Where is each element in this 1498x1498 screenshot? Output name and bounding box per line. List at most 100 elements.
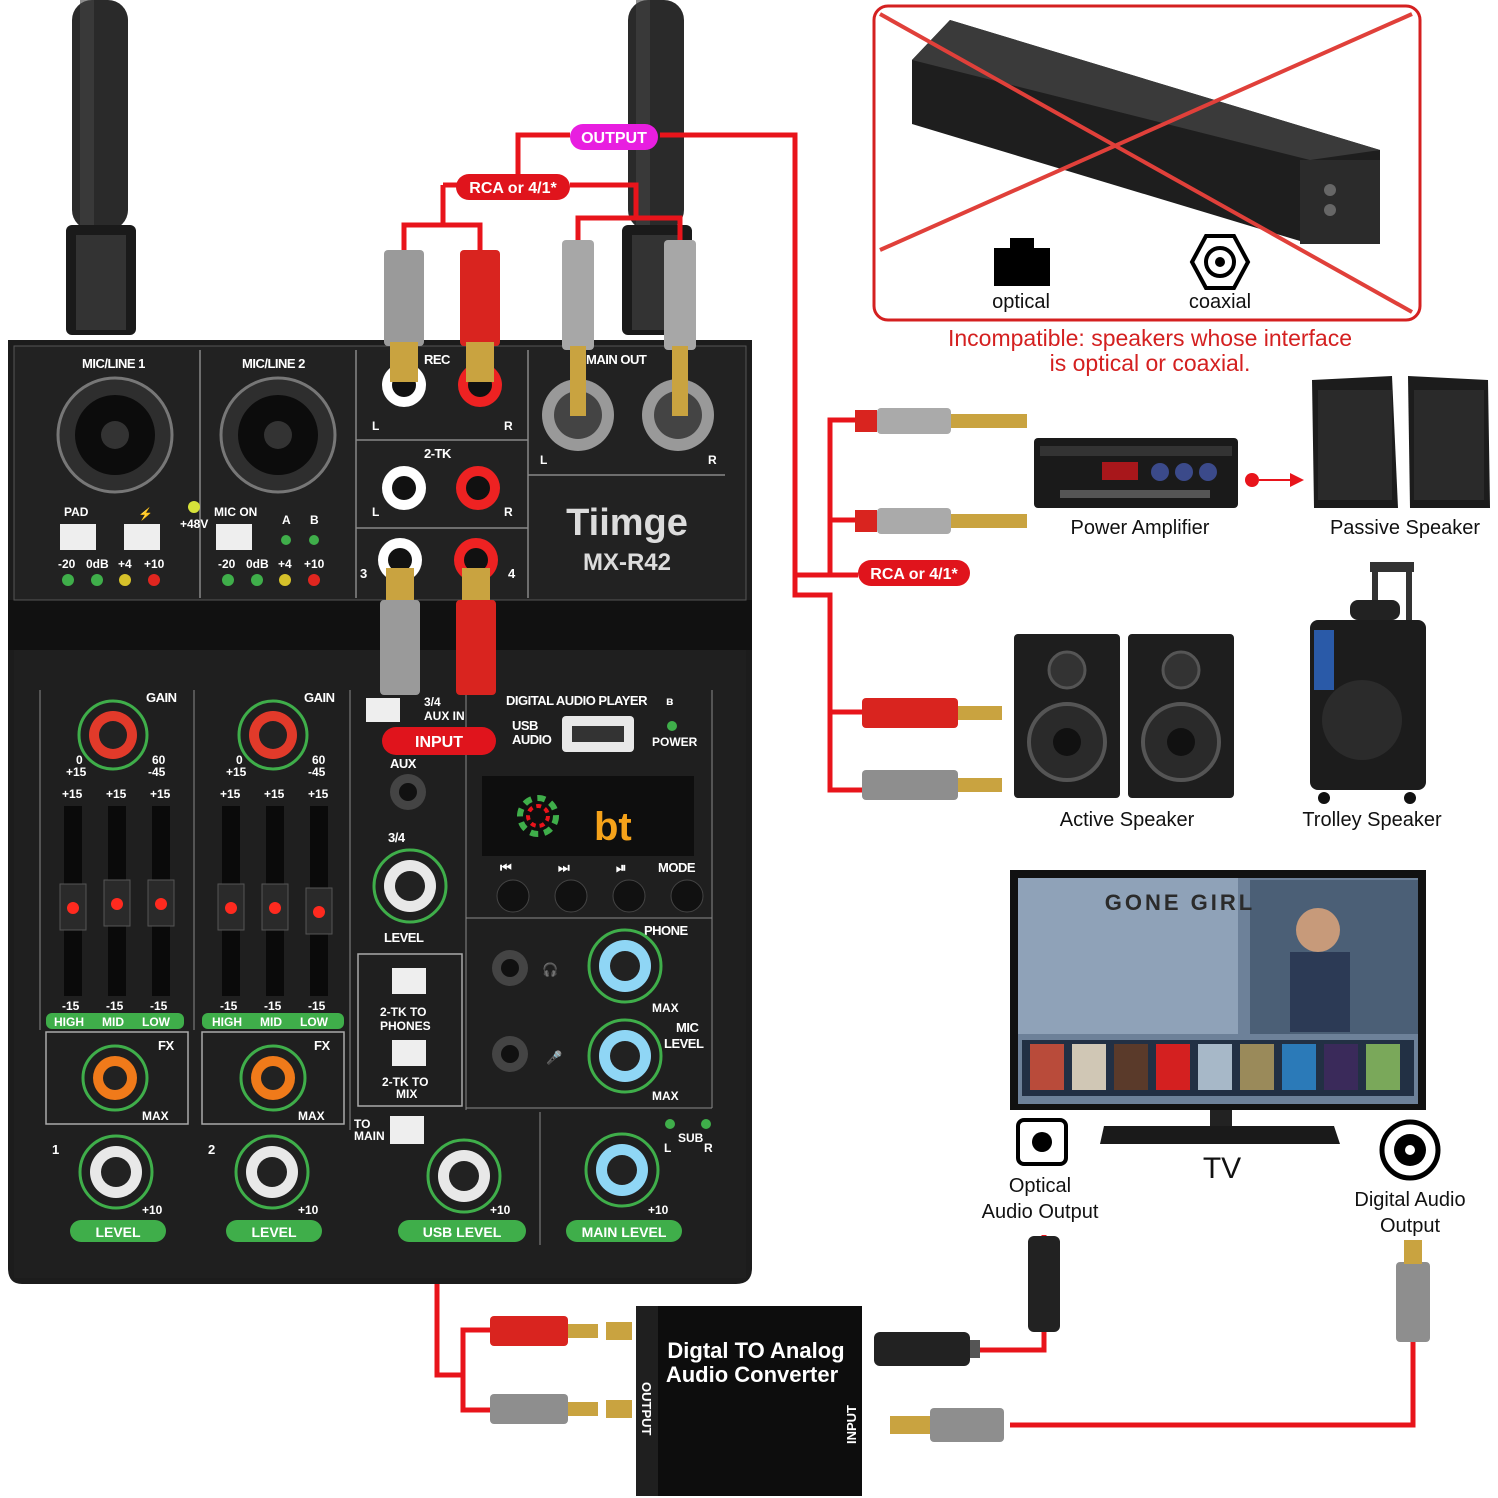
meter-tick: -20 (58, 557, 76, 571)
aux-jack[interactable] (390, 774, 426, 810)
brand-name: Tiimge (566, 502, 688, 544)
aux-in-button[interactable] (366, 698, 400, 722)
usb-audio-line2: AUDIO (512, 732, 552, 747)
two-tk-to-phones-button[interactable] (392, 968, 426, 994)
mode-button[interactable] (670, 879, 704, 913)
incompatible-note-line2: is optical or coaxial. (1050, 350, 1251, 376)
svg-text:RCA or 4/1*: RCA or 4/1* (469, 180, 557, 197)
headphones-icon: 🎧 (542, 962, 558, 977)
mic-on-button[interactable] (216, 524, 252, 550)
digital-output-line2: Output (1380, 1215, 1440, 1237)
phantom-button[interactable] (124, 524, 160, 550)
phone-jack[interactable] (492, 950, 528, 986)
gain-min-ch2: 0 (236, 753, 243, 767)
phone-level-knob[interactable] (587, 928, 663, 1004)
incompatible-panel: optical coaxial (872, 4, 1422, 322)
rca-cables-converter (490, 1316, 632, 1424)
eq-top-tick: +15 (150, 787, 171, 801)
two-tk-to-phones-line2: PHONES (380, 1019, 431, 1033)
main-out-jack-plugs (562, 240, 696, 416)
two-tk-label: 2-TK (424, 446, 452, 461)
fx-knob-ch2[interactable] (239, 1044, 307, 1112)
passive-speaker-image (1312, 376, 1490, 508)
model-name: MX-R42 (583, 549, 671, 576)
gain-knob-ch1[interactable] (77, 699, 149, 771)
two-tk-r-label: R (504, 505, 513, 519)
gain-max-ch2: 60 (312, 753, 326, 767)
usb-audio-line1: USB (512, 718, 538, 733)
power-amplifier-image (1034, 438, 1238, 508)
eq-top-tick: +15 (264, 787, 285, 801)
xlr-input-1[interactable] (56, 376, 174, 494)
sub-label: SUB (678, 1131, 704, 1145)
optical-cable-plugs (874, 1236, 1060, 1366)
next-button[interactable] (554, 879, 588, 913)
to-main-button[interactable] (390, 1116, 424, 1144)
main-out-r-label: R (708, 453, 717, 467)
rec-r-label: R (504, 419, 513, 433)
eq-top-tick: +15 (62, 787, 83, 801)
eq-bottom-tick: -15 (264, 999, 282, 1013)
ch4-label: 4 (508, 566, 516, 581)
play-pause-button[interactable] (612, 879, 646, 913)
eq-top-tick: +15 (106, 787, 127, 801)
mode-label: MODE (658, 860, 696, 875)
mic-level-knob[interactable] (587, 1018, 663, 1094)
meter-tick: +10 (144, 557, 165, 571)
svg-text:INPUT: INPUT (415, 734, 463, 751)
level-knob-ch1[interactable] (78, 1134, 154, 1210)
eq-top-tick: +15 (308, 787, 329, 801)
display-window (482, 776, 694, 856)
level-knob-ch2[interactable] (234, 1134, 310, 1210)
meter-tick: +10 (304, 557, 325, 571)
rec-label: REC (424, 352, 451, 367)
eq-band-high: HIGH (212, 1015, 242, 1029)
level-plus10-ch2: +10 (298, 1203, 319, 1217)
eq-band-low: LOW (142, 1015, 171, 1029)
in34-level-knob[interactable] (372, 848, 448, 924)
two-tk-to-mix-button[interactable] (392, 1040, 426, 1066)
xlr-input-2[interactable] (219, 376, 337, 494)
main-out-l-label: L (540, 453, 547, 467)
trolley-speaker-label: Trolley Speaker (1302, 809, 1442, 831)
prev-button[interactable] (496, 879, 530, 913)
gain-high-ch1: -45 (148, 765, 166, 779)
aux-in-label: AUX IN (424, 709, 465, 723)
converter-output-label: OUTPUT (639, 1382, 654, 1436)
gain-max-ch1: 60 (152, 753, 166, 767)
svg-text:RCA or 4/1*: RCA or 4/1* (870, 566, 958, 583)
optical-label: optical (992, 291, 1050, 313)
two-tk-jacks[interactable] (382, 466, 500, 510)
converter-input-label: INPUT (844, 1405, 859, 1444)
gain-low-ch2: +15 (226, 765, 247, 779)
main-level-knob[interactable] (584, 1132, 660, 1208)
two-tk-to-phones-line1: 2-TK TO (380, 1005, 426, 1019)
ch2-number: 2 (208, 1142, 215, 1157)
eq-band-low: LOW (300, 1015, 329, 1029)
optical-port-icon (994, 238, 1050, 286)
gain-knob-ch2[interactable] (237, 699, 309, 771)
mic-jack[interactable] (492, 1036, 528, 1072)
converter-box: Digtal TO Analog Audio Converter OUTPUT … (636, 1306, 862, 1496)
pad-button[interactable] (60, 524, 96, 550)
mic-level-line1: MIC (676, 1020, 699, 1035)
coaxial-label: coaxial (1189, 291, 1251, 313)
meter-tick: 0dB (86, 557, 109, 571)
bus-b-label: B (310, 513, 319, 527)
digital-output-icon (1379, 1119, 1441, 1181)
meter-tick: +4 (118, 557, 132, 571)
power-led (667, 721, 677, 731)
bluetooth-icon: ʙ (666, 694, 673, 708)
fx-max-ch2: MAX (298, 1109, 325, 1123)
meter-ch2: -20 0dB +4 +10 (218, 557, 325, 586)
svg-text:OUTPUT: OUTPUT (581, 130, 647, 147)
two-tk-l-label: L (372, 505, 379, 519)
fx-knob-ch1[interactable] (81, 1044, 149, 1112)
optical-output-line2: Audio Output (982, 1201, 1099, 1223)
meter-ch1: -20 0dB +4 +10 (58, 557, 165, 586)
usb-level-knob[interactable] (426, 1138, 502, 1214)
meter-tick: 0dB (246, 557, 269, 571)
to-main-line1: TO (354, 1117, 370, 1131)
ch3-label: 3 (360, 566, 367, 581)
phone-label: PHONE (644, 923, 689, 938)
